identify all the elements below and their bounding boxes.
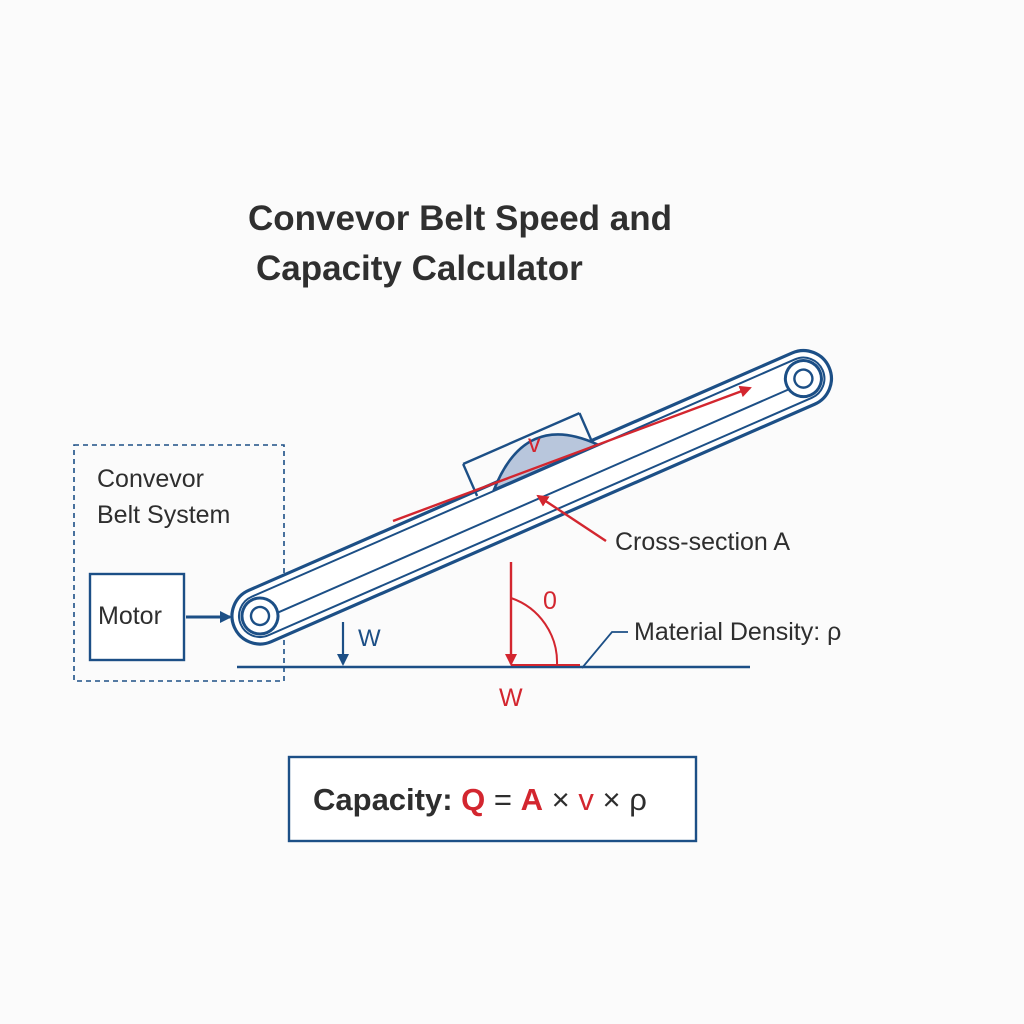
motor-box [88, 572, 186, 662]
cross-section-label: Cross-section A [615, 528, 790, 556]
motor-label: Motor [98, 602, 162, 630]
formula-prefix: Capacity: [313, 782, 461, 817]
title-line-1: Convevor Belt Speed and [248, 199, 672, 238]
weight-vertical-label: W [499, 684, 523, 712]
system-label-line-2: Belt System [97, 501, 230, 529]
formula-times-1: × [543, 782, 578, 817]
formula-q: Q [461, 782, 485, 817]
angle-arc [510, 597, 559, 666]
system-label-line-1: Convevor [97, 465, 204, 493]
cross-section-pointer [536, 494, 607, 543]
right-pulley [783, 359, 823, 399]
formula-equals: = [485, 782, 520, 817]
velocity-label: v [528, 430, 541, 458]
formula-v: v [578, 782, 594, 817]
title-line-2: Capacity Calculator [256, 249, 583, 288]
weight-small-label: W [358, 625, 381, 652]
angle-label: 0 [543, 587, 557, 615]
density-leader-line [581, 631, 628, 669]
formula-box [287, 755, 698, 843]
left-pulley [240, 596, 280, 636]
material-density-label: Material Density: ρ [634, 618, 841, 646]
capacity-formula: Capacity: Q = A × v × ρ [313, 782, 647, 817]
formula-rho: ρ [629, 782, 647, 817]
formula-a: A [521, 782, 543, 817]
velocity-arrow [392, 385, 752, 523]
conveyor-belt [230, 348, 834, 646]
system-boundary-box [73, 444, 285, 682]
formula-times-2: × [594, 782, 629, 817]
